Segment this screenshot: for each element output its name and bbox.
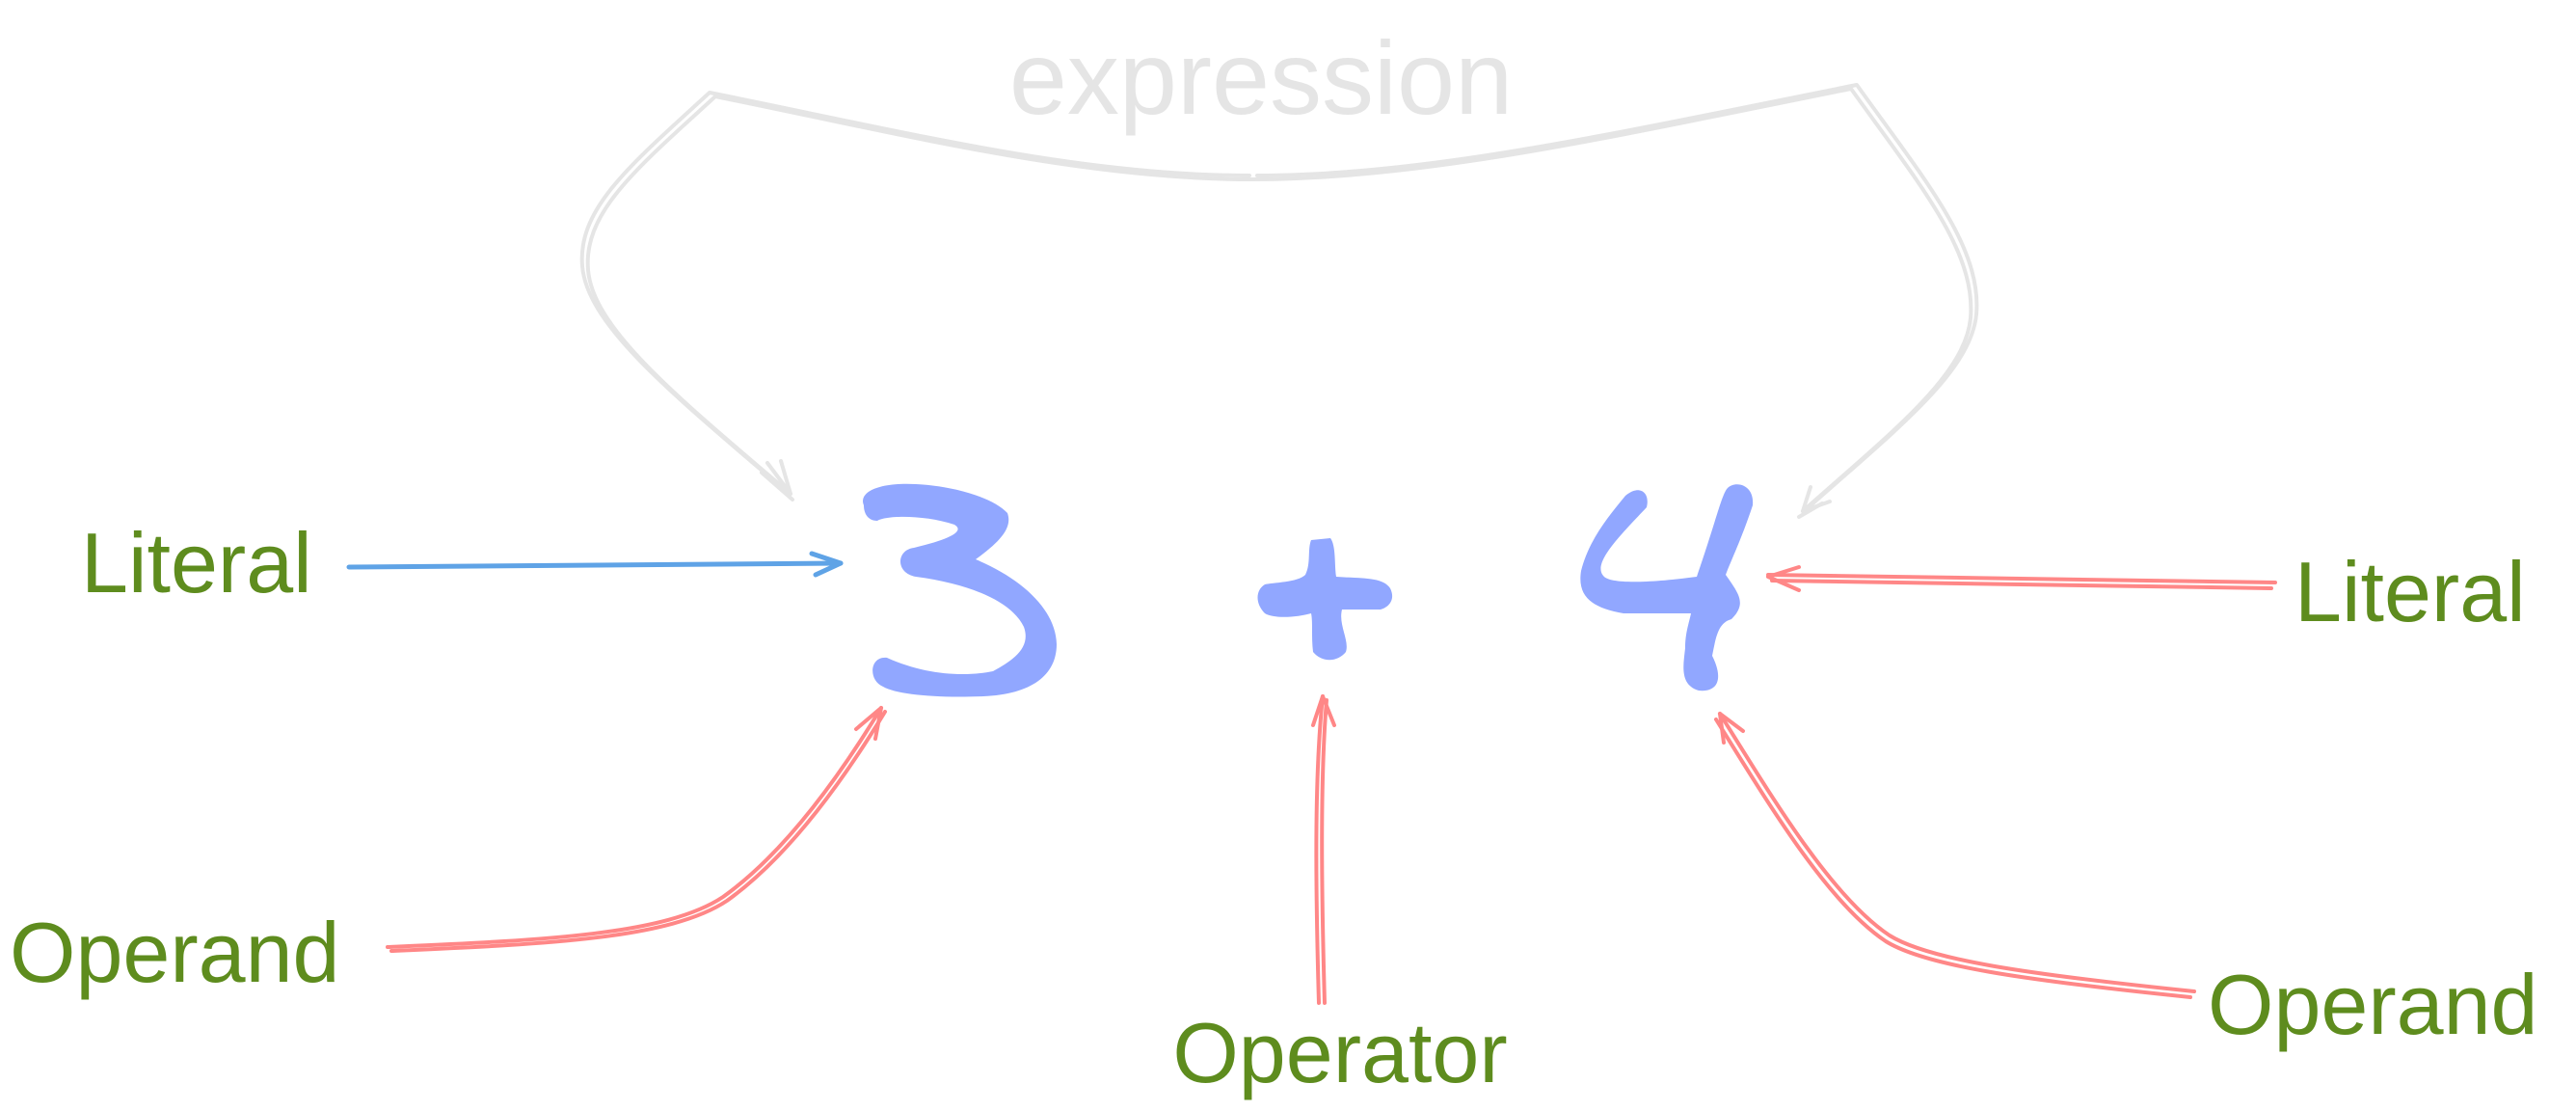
operator-label: Operator	[1172, 1005, 1507, 1100]
literal-left-label: Literal	[81, 515, 312, 610]
operand-left-arrow	[386, 706, 887, 953]
expression-brace	[579, 83, 1979, 519]
number-three-glyph	[863, 483, 1057, 697]
literal-right-label: Literal	[2294, 544, 2526, 639]
expression-label: expression	[1009, 19, 1513, 136]
operand-left-label: Operand	[10, 905, 339, 1000]
plus-operator-glyph	[1257, 538, 1393, 661]
operator-arrow	[1311, 694, 1336, 1005]
literal-right-arrow	[1766, 565, 2277, 592]
operand-right-arrow	[1714, 712, 2196, 999]
operand-right-label: Operand	[2208, 957, 2537, 1052]
number-four-glyph	[1580, 484, 1754, 691]
literal-left-arrow	[346, 551, 844, 578]
